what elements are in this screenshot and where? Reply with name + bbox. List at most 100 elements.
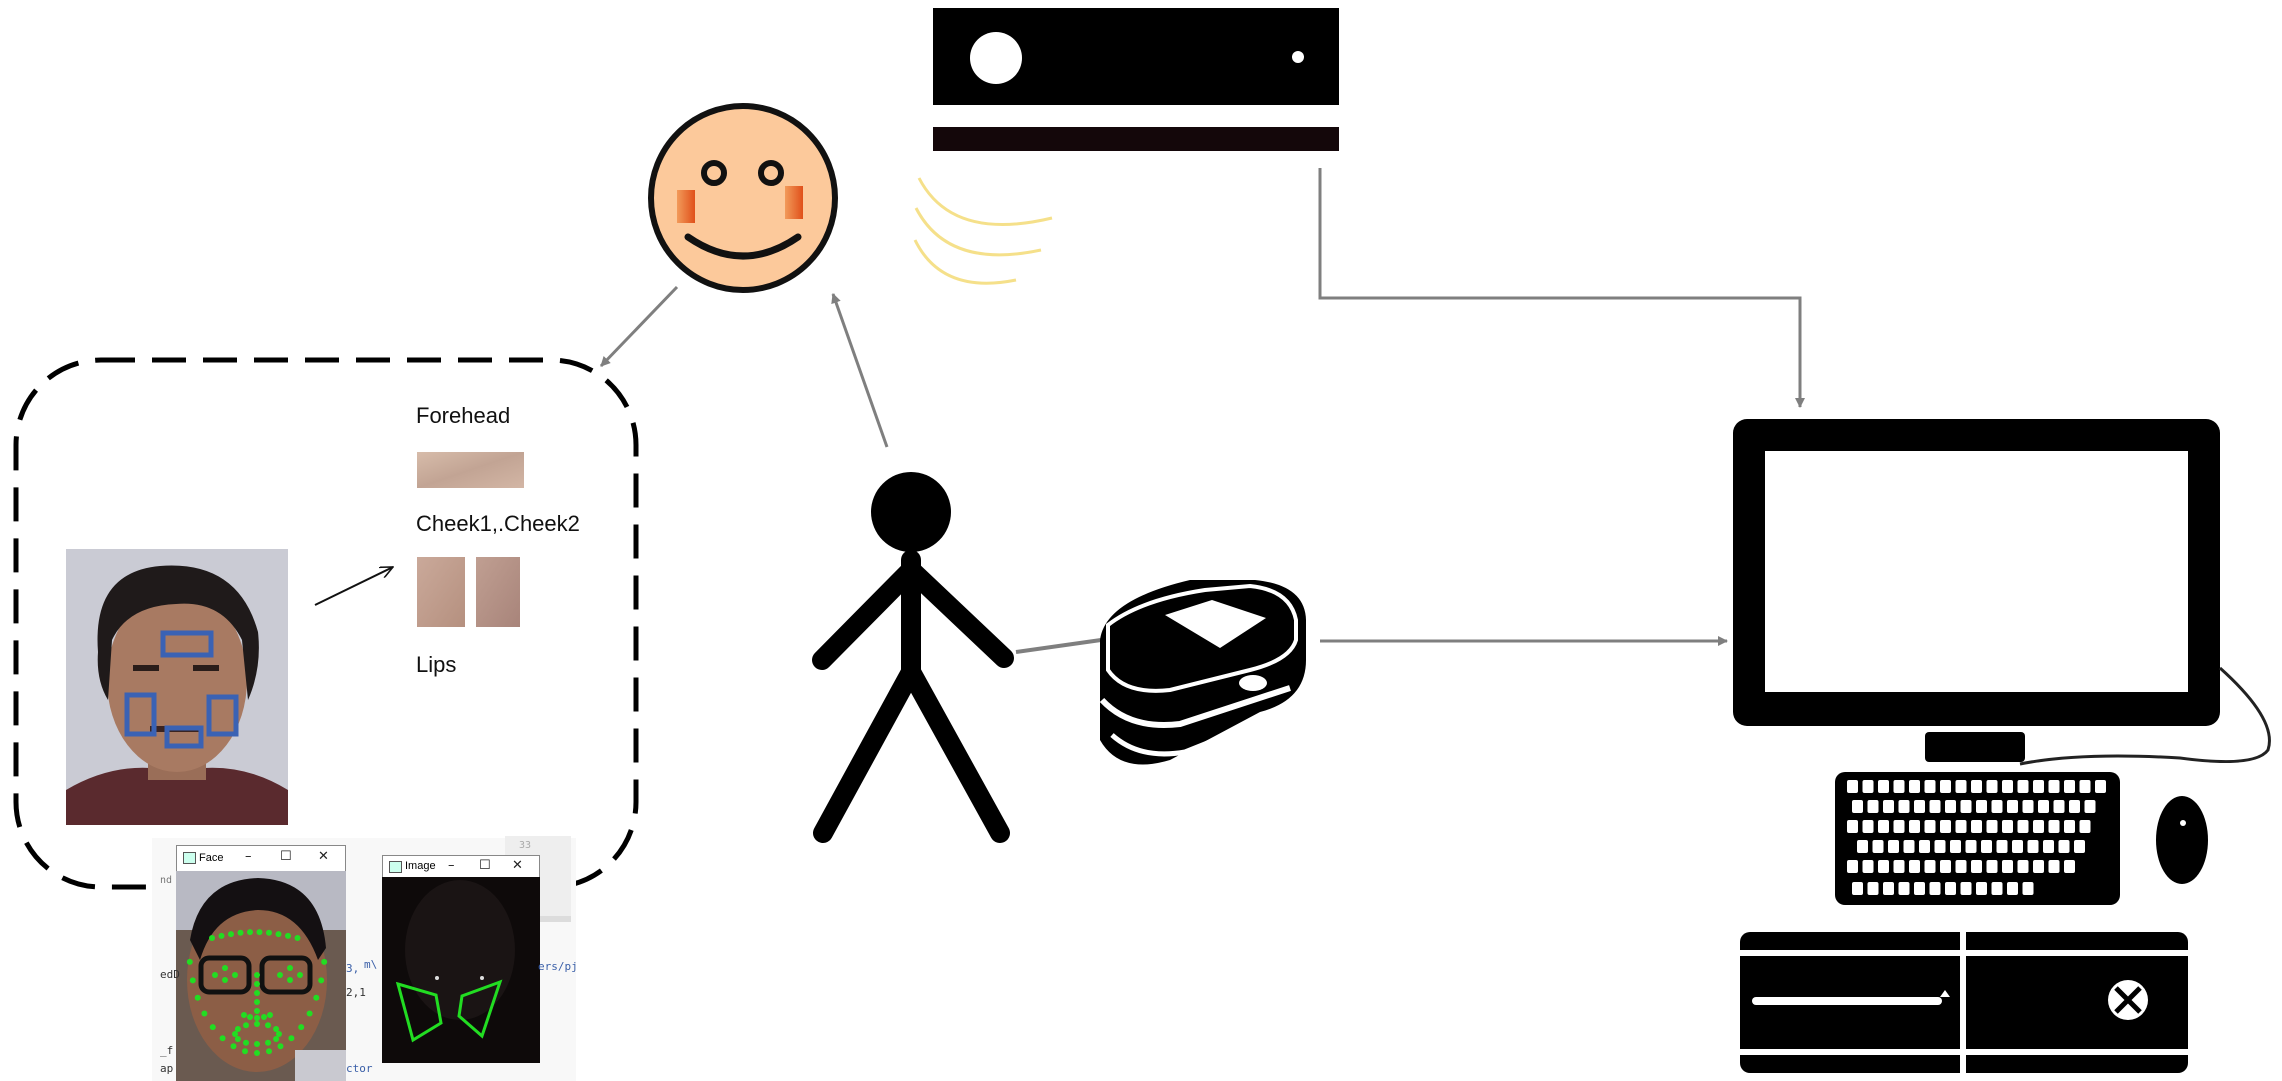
landmark-point — [254, 990, 260, 996]
landmark-point — [287, 965, 293, 971]
keyboard-key — [1899, 800, 1910, 813]
landmark-point — [243, 1022, 249, 1028]
landmark-point — [321, 959, 327, 965]
keyboard-key — [1883, 800, 1894, 813]
keyboard-key — [2002, 780, 2013, 793]
keyboard-key — [2033, 860, 2044, 873]
face-window: Face – ☐ ✕ — [176, 845, 346, 871]
keyboard-key — [1925, 820, 1936, 833]
mouse-icon — [2156, 796, 2208, 884]
landmark-point — [247, 1014, 253, 1020]
keyboard-key — [1945, 882, 1956, 895]
keyboard-key — [2007, 800, 2018, 813]
desktop-computer-icon — [1733, 419, 2269, 764]
arrow-face-to-roi-box — [601, 287, 677, 366]
code-fragment: 2,1 — [346, 986, 366, 999]
keyboard-key — [2038, 800, 2049, 813]
keyboard-key — [1914, 800, 1925, 813]
landmark-point — [235, 1026, 241, 1032]
keyboard-key — [1909, 860, 1920, 873]
face-window-minimize-button[interactable]: – — [245, 846, 252, 870]
keyboard-key — [1940, 780, 1951, 793]
keyboard-key — [1894, 860, 1905, 873]
face-window-close-button[interactable]: ✕ — [318, 846, 329, 870]
landmark-point — [277, 972, 283, 978]
face-window-app-icon — [183, 852, 196, 864]
keyboard-key — [1966, 840, 1977, 853]
landmark-point — [254, 1021, 260, 1027]
landmark-point — [307, 1011, 313, 1017]
keyboard-key — [1894, 820, 1905, 833]
landmark-point — [276, 1031, 282, 1037]
landmark-point — [278, 1043, 284, 1049]
keyboard-key — [2018, 780, 2029, 793]
landmark-point — [241, 1012, 247, 1018]
keyboard-key — [1868, 800, 1879, 813]
keyboard-key — [1899, 882, 1910, 895]
landmark-point — [257, 929, 263, 935]
landmark-point — [231, 1043, 237, 1049]
smiley-face-icon — [651, 106, 835, 290]
keyboard-key — [1888, 840, 1899, 853]
keyboard-key — [2043, 840, 2054, 853]
kinect-sensor-icon — [933, 8, 1339, 151]
image-window-maximize-button[interactable]: ☐ — [479, 856, 491, 880]
image-window: Image – ☐ ✕ — [382, 855, 540, 877]
arrow-face-to-patches — [315, 567, 393, 605]
face-window-maximize-button[interactable]: ☐ — [280, 846, 292, 870]
keyboard-key — [2085, 800, 2096, 813]
keyboard-key — [1863, 820, 1874, 833]
landmark-point — [254, 972, 260, 978]
landmark-point — [266, 930, 272, 936]
landmark-point — [228, 931, 234, 937]
landmark-point — [238, 930, 244, 936]
keyboard-key — [1950, 840, 1961, 853]
keyboard-key — [2049, 860, 2060, 873]
keyboard-key — [1909, 780, 1920, 793]
lips-label: Lips — [416, 652, 456, 678]
face-window-image — [176, 870, 346, 1081]
keyboard-key — [1971, 820, 1982, 833]
xbox-console-icon — [1740, 932, 2188, 1073]
cheek1-patch-image — [417, 557, 465, 627]
keyboard-key — [1878, 860, 1889, 873]
landmark-point — [318, 977, 324, 983]
image-window-close-button[interactable]: ✕ — [512, 856, 523, 880]
stick-figure-person-icon — [822, 472, 1004, 833]
keyboard-key — [1919, 840, 1930, 853]
landmark-point — [265, 1040, 271, 1046]
keyboard-key — [1935, 840, 1946, 853]
landmark-point — [267, 1012, 273, 1018]
image-window-minimize-button[interactable]: – — [448, 856, 455, 880]
keyboard-key — [2080, 780, 2091, 793]
keyboard-key — [2049, 820, 2060, 833]
forehead-patch-image — [417, 452, 524, 488]
cheeks-label: Cheek1,.Cheek2 — [416, 511, 580, 537]
pulse-oximeter-icon — [1100, 580, 1306, 765]
image-window-app-icon — [389, 861, 402, 873]
keyboard-key — [1925, 860, 1936, 873]
keyboard-key — [2059, 840, 2070, 853]
keyboard-key — [2018, 820, 2029, 833]
landmark-point — [265, 1022, 271, 1028]
keyboard-key — [1992, 800, 2003, 813]
landmark-point — [254, 1008, 260, 1014]
keyboard-icon — [1835, 772, 2120, 905]
keyboard-key — [1925, 780, 1936, 793]
landmark-point — [232, 972, 238, 978]
keyboard-key — [1930, 882, 1941, 895]
code-fragment: _f — [160, 1044, 173, 1057]
landmark-point — [254, 999, 260, 1005]
keyboard-key — [2064, 780, 2075, 793]
code-fragment: 33 — [519, 840, 531, 851]
keyboard-key — [1956, 780, 1967, 793]
landmark-point — [201, 1011, 207, 1017]
keyboard-key — [1961, 800, 1972, 813]
arrow-kinect-to-computer — [1320, 168, 1800, 407]
keyboard-key — [2074, 840, 2085, 853]
face-photo — [66, 549, 288, 825]
landmark-point — [212, 972, 218, 978]
landmark-point — [254, 981, 260, 987]
keyboard-key — [2007, 882, 2018, 895]
keyboard-key — [1987, 860, 1998, 873]
